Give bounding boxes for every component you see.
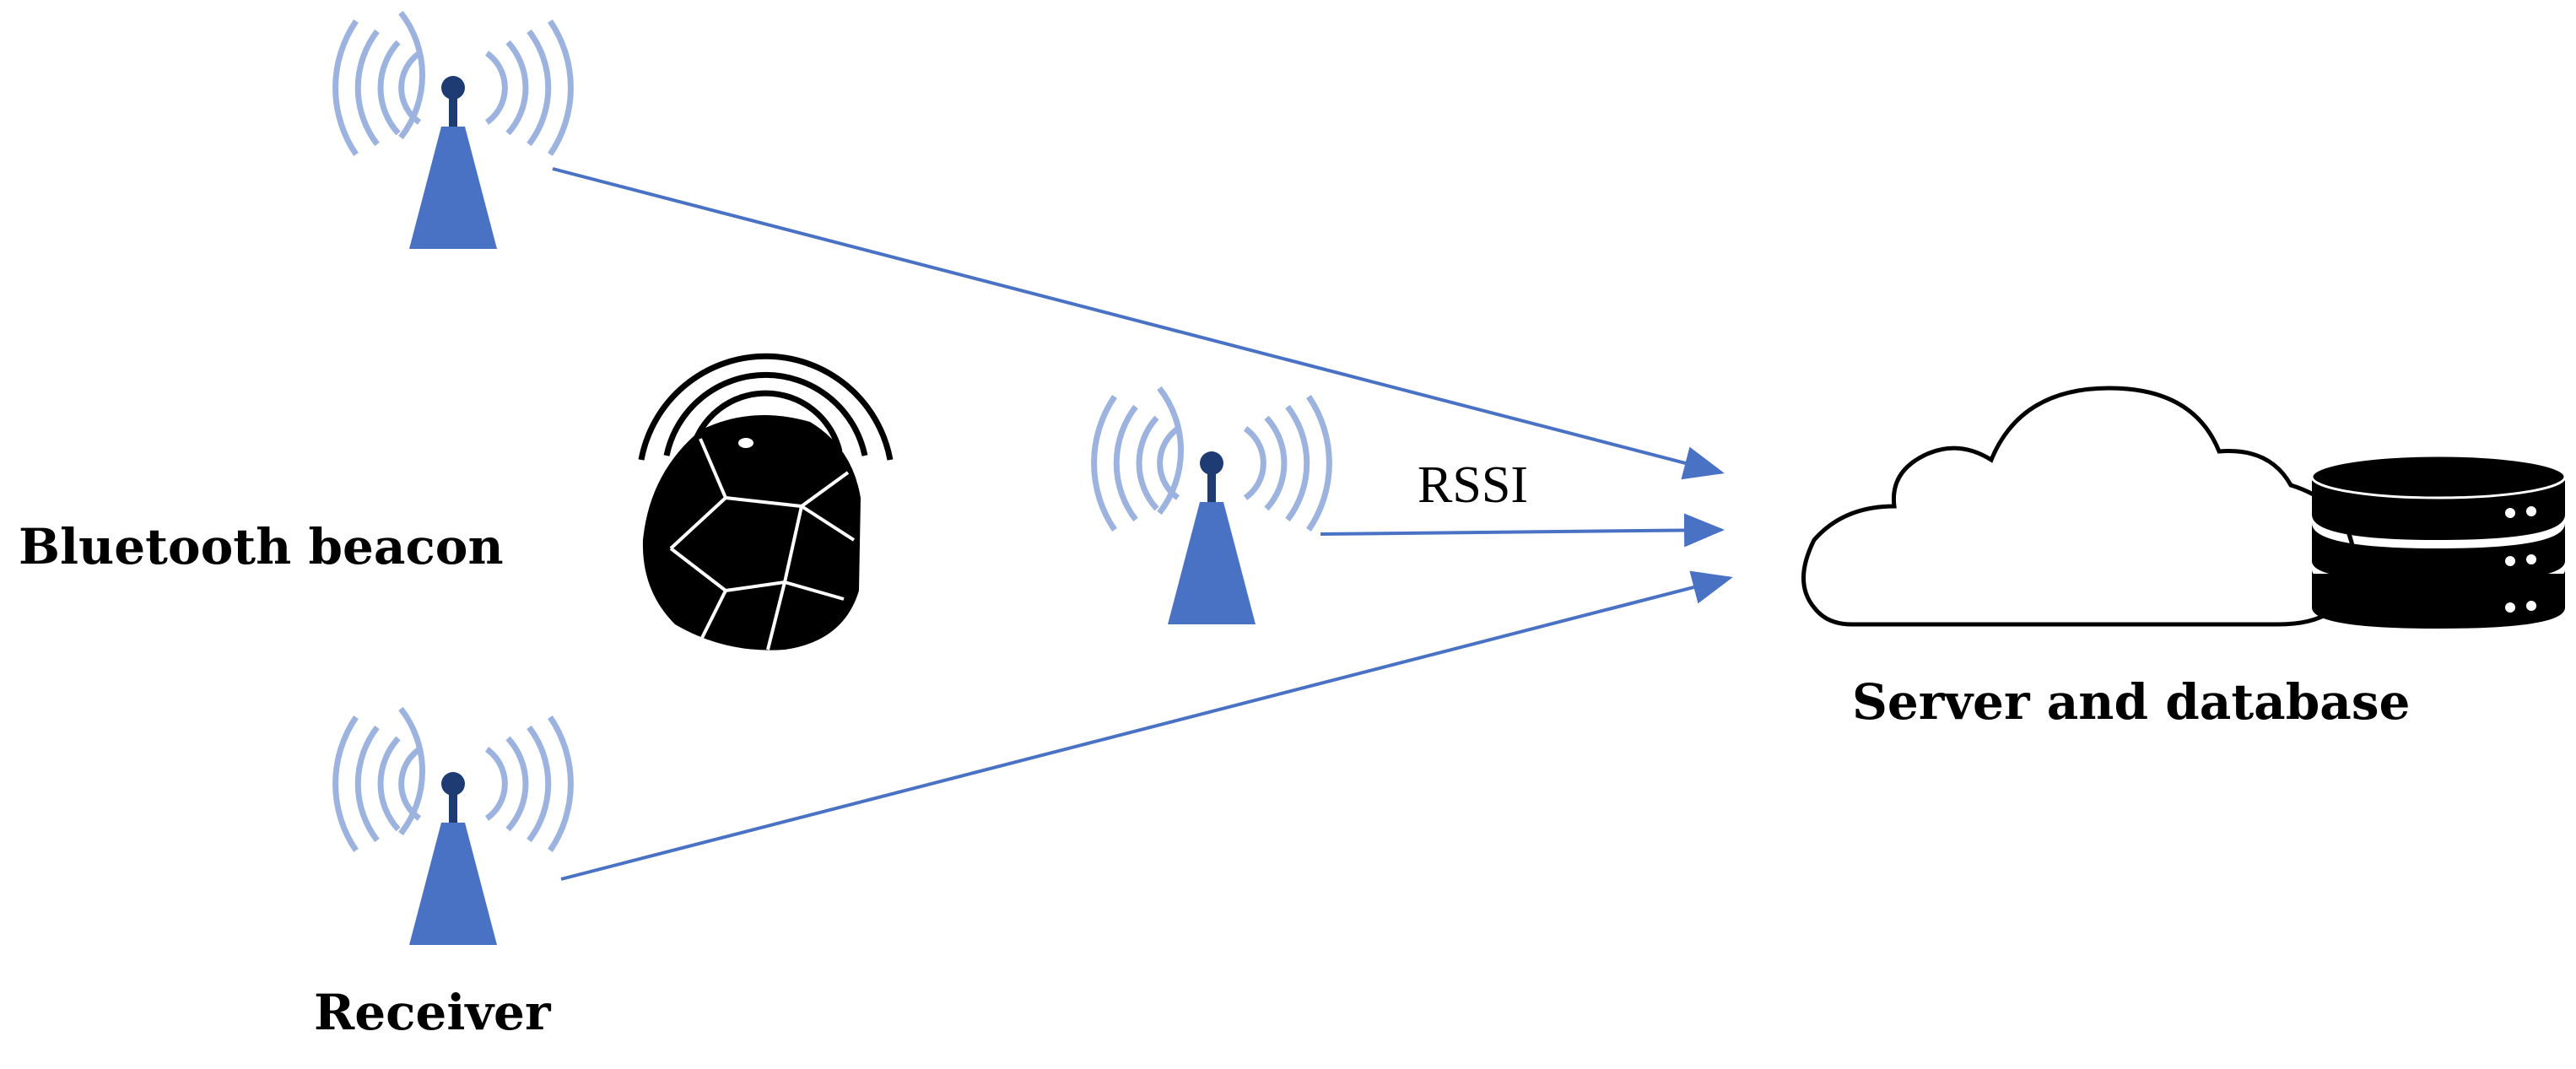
cloud-icon bbox=[1801, 386, 2357, 627]
database-icon bbox=[2310, 454, 2567, 629]
arrow-bottom-to-server bbox=[560, 570, 1733, 881]
receiver-label: Receiver bbox=[314, 984, 552, 1041]
arrow-top-to-server bbox=[552, 167, 1725, 480]
receiver-top-left-antenna-icon bbox=[336, 13, 571, 249]
bluetooth-beacon-icon bbox=[638, 353, 894, 651]
receiver-middle-antenna-icon bbox=[1094, 388, 1330, 624]
receiver-bottom-left-antenna-icon bbox=[336, 709, 571, 945]
bluetooth-beacon-label: Bluetooth beacon bbox=[19, 518, 504, 575]
server-database-label: Server and database bbox=[1852, 673, 2410, 731]
arrow-middle-to-server bbox=[1320, 513, 1725, 548]
rssi-label: RSSI bbox=[1418, 456, 1528, 514]
